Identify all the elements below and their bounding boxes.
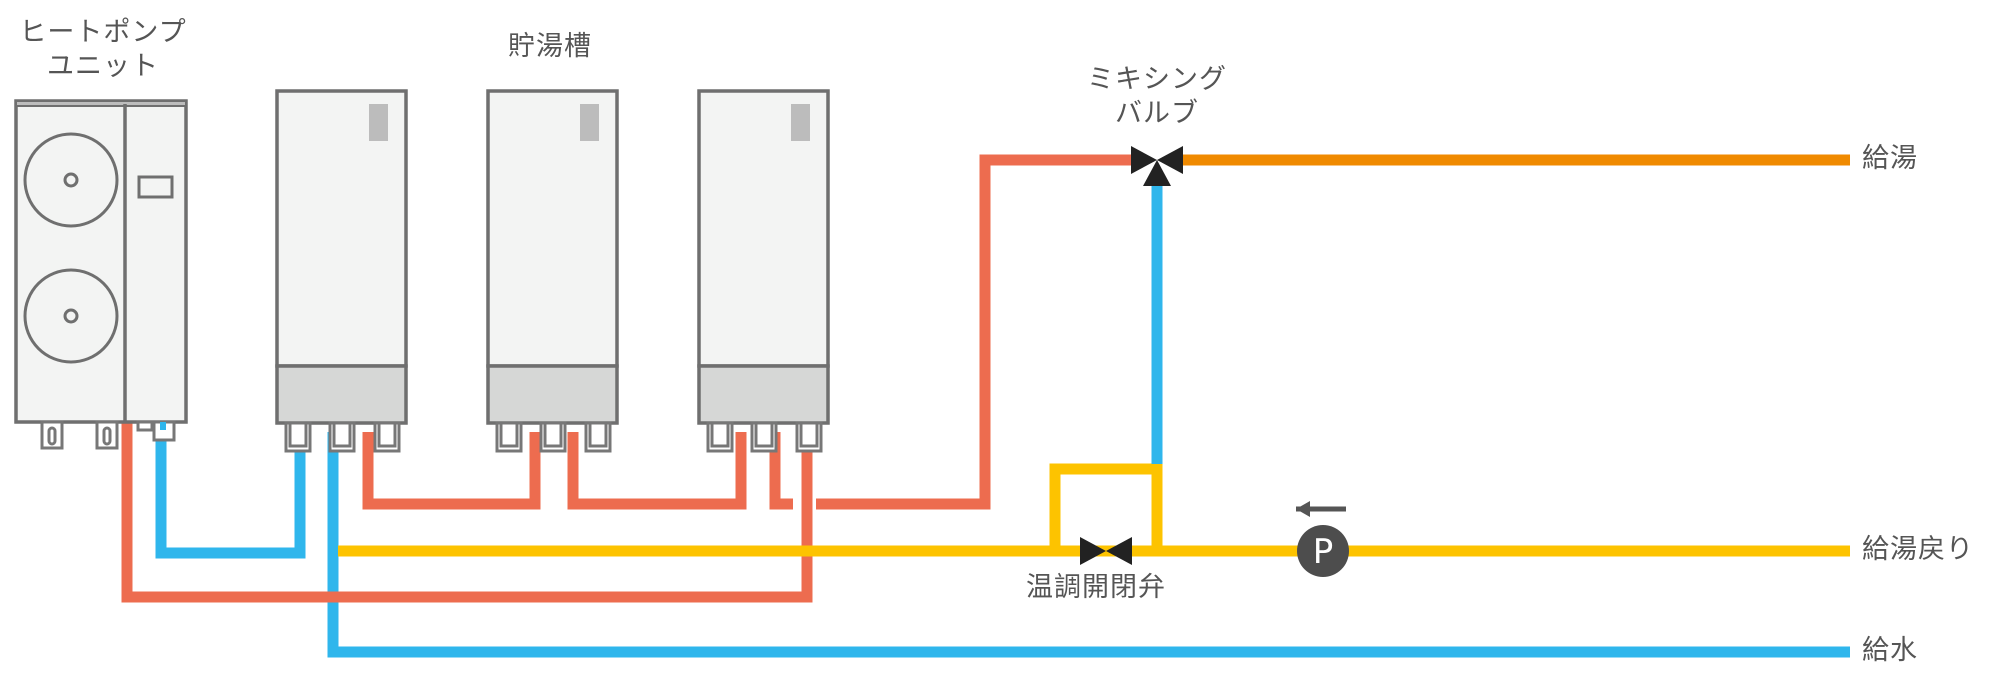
temperature-control-valve-label: 温調開閉弁: [1026, 572, 1166, 603]
hot-water-heatpump-pipe: [121, 420, 813, 603]
fitting-inner: [288, 421, 308, 448]
fitting-inner: [543, 421, 563, 448]
fitting-inner: [799, 421, 819, 448]
heat-pump-body: [14, 99, 188, 424]
fitting-inner: [377, 421, 397, 448]
cold-supply-line-label: 給水: [1862, 635, 1918, 666]
tank-base: [275, 364, 408, 425]
cold-water-heatpump-pipe: [155, 432, 306, 559]
tank-gauge-icon: [580, 104, 599, 141]
tank-pipe-fitting: [795, 421, 823, 453]
fan-icon: [23, 268, 119, 364]
tank-pipe-fitting: [706, 421, 734, 453]
heat-pump-connector-cold: [160, 422, 166, 430]
hot-supply-line-label: 給湯: [1862, 143, 1918, 174]
mixing-valve-label-line1: ミキシング: [1087, 64, 1227, 95]
tank-pipe-fitting: [750, 421, 778, 453]
mixing-valve-label: ミキシング バルブ: [1062, 63, 1252, 131]
fitting-inner: [588, 421, 608, 448]
heat-pump-label-line2: ユニット: [47, 51, 159, 82]
fan-icon: [23, 132, 119, 228]
temperature-control-valve-icon[interactable]: [1080, 537, 1132, 565]
hot-water-to-mixing-valve-pipe: [816, 154, 1140, 510]
heat-pump-foot: [95, 420, 119, 450]
tank-base: [697, 364, 830, 425]
hot-water-tank1-tank2-pipe: [362, 432, 541, 510]
heat-pump-top-strip: [15, 100, 187, 107]
fitting-inner: [754, 421, 774, 448]
tank-pipe-fitting: [584, 421, 612, 453]
fitting-inner: [499, 421, 519, 448]
flow-direction-arrow-icon: [1296, 501, 1346, 517]
hot-water-tank2-tank3-pipe: [567, 432, 747, 510]
control-panel-icon: [137, 175, 174, 199]
pump-symbol: P: [1313, 532, 1334, 572]
storage-tanks: [275, 89, 830, 453]
heat-pump-foot: [40, 420, 64, 450]
storage-tank: [486, 89, 619, 453]
cold-water-main-pipe: [327, 432, 1850, 658]
pump-icon: [1297, 525, 1349, 577]
fitting-inner: [710, 421, 730, 448]
heat-pump-connector: [136, 420, 154, 432]
bypass-loop-pipe: [1049, 463, 1163, 551]
tank-base: [486, 364, 619, 425]
storage-tank: [697, 89, 830, 453]
tank-pipe-fitting: [328, 421, 356, 453]
tank-pipe-fitting: [495, 421, 523, 453]
heat-pump-unit: [14, 99, 188, 450]
fan-hub-icon: [63, 172, 79, 188]
storage-tank: [275, 89, 408, 453]
fitting-inner: [332, 421, 352, 448]
hot-water-tank3-stub-pipe: [769, 432, 793, 510]
hot-return-line-label: 給湯戻り: [1862, 534, 1974, 565]
heat-pump-label: ヒートポンプ ユニット: [8, 16, 198, 84]
tank-gauge-icon: [791, 104, 810, 141]
tank-pipe-fitting: [539, 421, 567, 453]
circulation-pump[interactable]: P: [1296, 501, 1349, 577]
heat-pump-label-line1: ヒートポンプ: [19, 17, 187, 48]
tank-pipe-fitting: [284, 421, 312, 453]
storage-tank-label: 貯湯槽: [508, 31, 592, 62]
mixing-valve-label-line2: バルブ: [1115, 98, 1199, 129]
fan-hub-icon: [63, 308, 79, 324]
tank-gauge-icon: [369, 104, 388, 141]
tank-pipe-fitting: [373, 421, 401, 453]
mixing-valve-icon[interactable]: [1131, 146, 1183, 186]
